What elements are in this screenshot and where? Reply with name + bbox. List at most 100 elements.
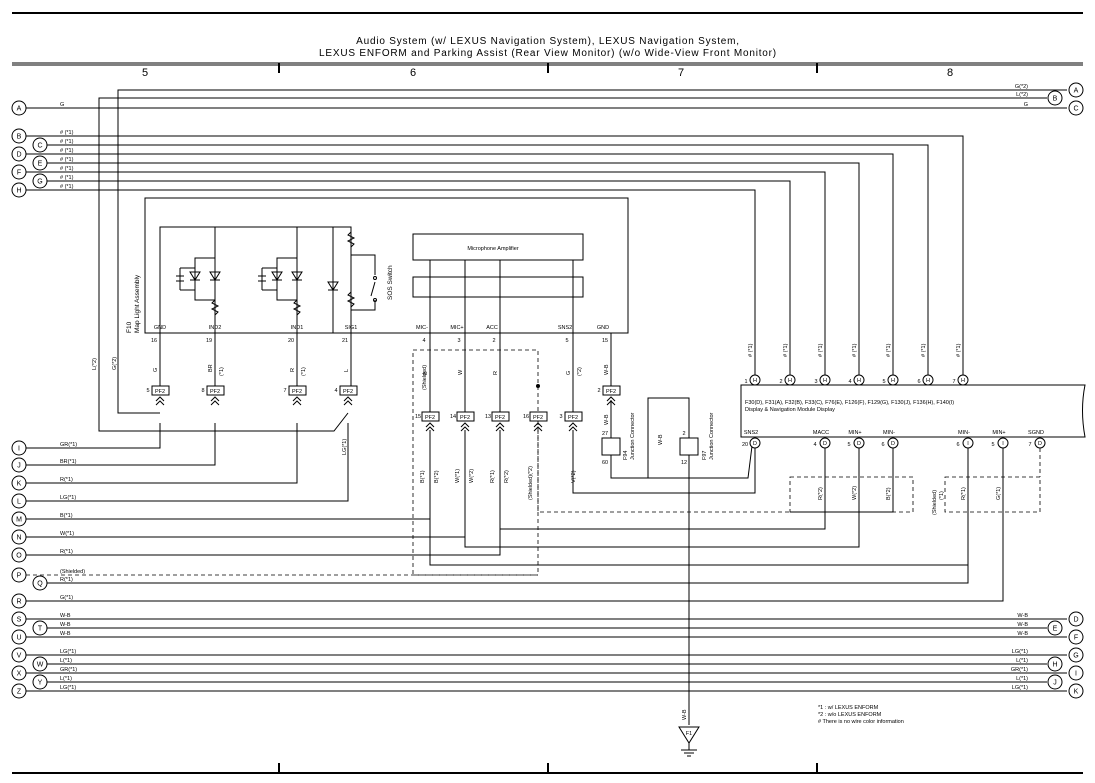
display-connectors: F30(D), F31(A), F32(B), F33(C), F76(E), … [745, 400, 954, 406]
offpage-right-letter: F [1074, 635, 1078, 642]
offpage-left-letter: G [37, 179, 42, 186]
pf2-gnd-wire-label: W-B [604, 414, 610, 425]
junction-connectors [601, 397, 753, 725]
offpage-left-circle [11, 629, 27, 645]
offpage-left-circle [11, 665, 27, 681]
column-number-8: 8 [947, 67, 953, 79]
display-bottom-wire-color: W(*2) [852, 486, 858, 500]
mic-amp-label: Microphone Amplifier [467, 246, 519, 252]
offpage-left-wire-label: W(*1) [60, 531, 74, 537]
pf2-label: PF2 [568, 415, 578, 421]
diagram-title-line2: LEXUS ENFORM and Parking Assist (Rear Vi… [319, 48, 777, 59]
mic-pin-label: SNS2 [558, 325, 572, 331]
pf2-lower-wire-label: W(*1) [455, 469, 461, 483]
offpage-left-circle [11, 511, 27, 527]
ground-wire-label: W-B [682, 709, 688, 720]
f10-pin-label: GND [154, 325, 166, 331]
display-bottom-pin-number: 6 [956, 442, 959, 448]
f97-id: F97 [702, 451, 708, 460]
display-top-wire-color: # (*1) [956, 343, 962, 357]
offpage-left-circle [11, 647, 27, 663]
offpage-left-wire-label: # (*1) [60, 139, 74, 145]
display-top-wire-color: # (*1) [818, 343, 824, 357]
offpage-left-letter: M [16, 517, 22, 524]
offpage-left-wire-label: # (*1) [60, 184, 74, 190]
pf2-pin-number: 5 [146, 388, 149, 394]
f10-pin-wire-color: L [344, 369, 350, 372]
display-top-pin-conn: H [753, 378, 757, 384]
f10-pin-number: 20 [288, 338, 294, 344]
display-bottom-wire-color: R(*1) [961, 487, 967, 500]
offpage-left-circle [11, 683, 27, 699]
f94-id: F94 [623, 451, 629, 460]
mic-pin-number: 2 [492, 338, 495, 344]
display-top-pin-circle [784, 374, 796, 386]
offpage-right-circle [1047, 656, 1063, 672]
display-bottom-pin-number: 20 [742, 442, 748, 448]
offpage-left-letter: B [17, 134, 22, 141]
offpage-left-circle [11, 529, 27, 545]
display-top-pin-conn: H [857, 378, 861, 384]
display-top-pin-number: 6 [917, 379, 920, 385]
note-2: *2 : w/o LEXUS ENFORM [818, 712, 882, 718]
offpage-left-letter: Y [38, 680, 43, 687]
pf2-chevron [155, 396, 165, 406]
display-bottom-pin-conn: I [967, 441, 969, 447]
offpage-left-wire-label: W-B [60, 622, 71, 628]
f10-pin-wire-color: G [153, 368, 159, 372]
mic-pin-number: 3 [457, 338, 460, 344]
pf2-label: PF2 [425, 415, 435, 421]
offpage-left-letter: C [37, 143, 42, 150]
pf2-chevron [495, 422, 505, 432]
column-number-6: 6 [410, 67, 416, 79]
offpage-left-wire-label: B(*1) [60, 513, 73, 519]
display-top-pin-circle [819, 374, 831, 386]
offpage-left-letter: P [17, 573, 22, 580]
pf2-lower-wire-label: R(*2) [504, 470, 510, 483]
display-bottom-pin-label: MIN- [958, 430, 970, 436]
mic-pin-label: MIC- [416, 325, 428, 331]
offpage-right-circle [1068, 100, 1084, 116]
pf2-connector-box [288, 385, 307, 396]
display-top-pin-conn: H [788, 378, 792, 384]
mic-pin-wire-color: B [423, 371, 429, 375]
display-name: Display & Navigation Module Display [745, 407, 835, 413]
pf2-lower-wire-label: B(*2) [434, 470, 440, 483]
f10-pin-wire-note: (*1) [301, 367, 307, 376]
pf2-lower-wire-label: R(*1) [490, 470, 496, 483]
offpage-left-circle [32, 620, 48, 636]
display-top-pin-circle [957, 374, 969, 386]
offpage-left-circle [11, 146, 27, 162]
pf2-lower-wire-label: B(*1) [420, 470, 426, 483]
display-top-pin-number: 7 [952, 379, 955, 385]
offpage-left-letter: F [17, 170, 21, 177]
offpage-left-circle [32, 674, 48, 690]
f10-pin-wire-color: BR [208, 364, 214, 372]
offpage-left-letter: W [37, 662, 44, 669]
offpage-left-wire-label: # (*1) [60, 130, 74, 136]
display-bottom-wire-color: B(*2) [886, 487, 892, 500]
shield-junction-dot [536, 384, 540, 388]
f97-name: Junction Connector [709, 412, 715, 460]
column-number-7: 7 [678, 67, 684, 79]
display-top-pin-circle [749, 374, 761, 386]
offpage-left-letter: A [17, 106, 22, 113]
mic-pin-wire-note: (*2) [577, 367, 583, 376]
offpage-left-circle [32, 137, 48, 153]
offpage-left-letter: U [16, 635, 21, 642]
pf2-pin-number: 16 [523, 414, 529, 420]
offpage-left-wire-label: # (*1) [60, 175, 74, 181]
offpage-right-letter: K [1074, 689, 1079, 696]
pf2-pin-number: 7 [283, 388, 286, 394]
offpage-left-wire-label: # (*1) [60, 157, 74, 163]
pf2-pin-number: 2 [597, 388, 600, 394]
offpage-left-letter: I [18, 446, 20, 453]
display-shield-label-l1: (Shielded) [932, 490, 938, 515]
offpage-left-circle [11, 182, 27, 198]
offpage-right: AG(*2)BL(*2)CGDW-BEW-BFW-BGLG(*1)HL(*1)I… [1011, 82, 1084, 699]
pf2-label: PF2 [495, 415, 505, 421]
display-bottom-pin-number: 5 [847, 442, 850, 448]
pf2-connector-box [529, 411, 548, 422]
offpage-left-letter: R [16, 599, 21, 606]
